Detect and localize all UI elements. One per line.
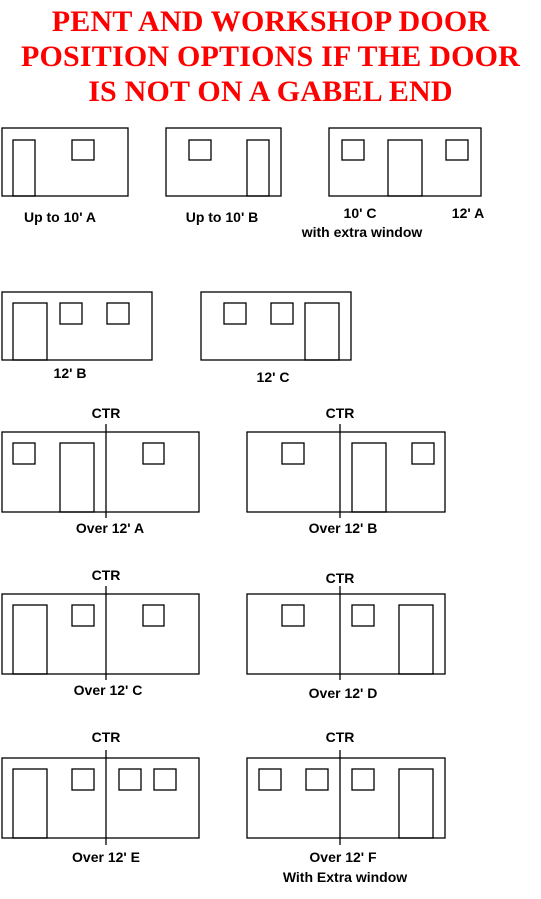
title-line-2: POSITION OPTIONS IF THE DOOR bbox=[20, 40, 521, 73]
window bbox=[142, 442, 165, 465]
door bbox=[398, 768, 434, 839]
door bbox=[351, 442, 387, 513]
option-label: Over 12' A bbox=[76, 520, 144, 536]
option-12-c: 12' C bbox=[200, 291, 352, 385]
window bbox=[142, 604, 165, 627]
building-outline bbox=[246, 431, 446, 513]
option-sublabel: With Extra window bbox=[283, 869, 407, 885]
building-outline bbox=[328, 127, 482, 197]
window bbox=[351, 768, 375, 791]
option-over-12-f: CTR Over 12' F With Extra window bbox=[246, 729, 446, 885]
building-outline bbox=[1, 593, 200, 675]
center-label: CTR bbox=[326, 570, 355, 586]
window bbox=[71, 604, 95, 627]
option-12-b: 12' B bbox=[1, 291, 153, 381]
building-outline bbox=[1, 431, 200, 513]
option-10-c-and-12-a: 10' C with extra window 12' A bbox=[301, 127, 484, 240]
building-outline bbox=[246, 757, 446, 839]
door bbox=[387, 139, 423, 197]
door bbox=[12, 768, 48, 839]
option-sublabel: with extra window bbox=[301, 224, 423, 240]
window bbox=[281, 442, 305, 465]
center-label: CTR bbox=[326, 729, 355, 745]
window bbox=[59, 302, 83, 325]
option-label: Over 12' D bbox=[309, 685, 378, 701]
building-outline bbox=[1, 127, 129, 197]
window bbox=[281, 604, 305, 627]
window bbox=[118, 768, 142, 791]
window bbox=[411, 442, 435, 465]
building-outline bbox=[1, 757, 200, 839]
option-label: 12' C bbox=[257, 369, 290, 385]
building-outline bbox=[1, 291, 153, 361]
option-label: 12' B bbox=[54, 365, 87, 381]
window bbox=[12, 442, 36, 465]
page-title: PENT AND WORKSHOP DOOR POSITION OPTIONS … bbox=[0, 4, 541, 109]
window bbox=[153, 768, 177, 791]
center-label: CTR bbox=[92, 567, 121, 583]
option-over-12-b: CTR Over 12' B bbox=[246, 405, 446, 536]
building-outline bbox=[246, 593, 446, 675]
option-up-to-10-b: Up to 10' B bbox=[165, 127, 282, 225]
option-label: Up to 10' A bbox=[24, 209, 96, 225]
option-over-12-d: CTR Over 12' D bbox=[246, 570, 446, 701]
door bbox=[304, 302, 340, 361]
option-label: Over 12' F bbox=[309, 849, 377, 865]
center-label: CTR bbox=[326, 405, 355, 421]
door bbox=[12, 139, 36, 197]
option-label: 12' A bbox=[452, 205, 484, 221]
window bbox=[106, 302, 130, 325]
window bbox=[223, 302, 247, 325]
option-label: Up to 10' B bbox=[186, 209, 259, 225]
door bbox=[12, 604, 48, 675]
window bbox=[258, 768, 282, 791]
center-label: CTR bbox=[92, 405, 121, 421]
window bbox=[270, 302, 294, 325]
title-line-1: PENT AND WORKSHOP DOOR bbox=[51, 5, 490, 38]
center-label: CTR bbox=[92, 729, 121, 745]
option-label: Over 12' E bbox=[72, 849, 140, 865]
option-label: 10' C bbox=[344, 205, 377, 221]
door bbox=[398, 604, 434, 675]
building-outline bbox=[165, 127, 282, 197]
door bbox=[59, 442, 95, 513]
option-up-to-10-a: Up to 10' A bbox=[1, 127, 129, 225]
window bbox=[188, 139, 212, 161]
window bbox=[445, 139, 469, 161]
option-over-12-c: CTR Over 12' C bbox=[1, 567, 200, 698]
option-over-12-a: CTR Over 12' A bbox=[1, 405, 200, 536]
option-label: Over 12' C bbox=[74, 682, 143, 698]
window bbox=[341, 139, 365, 161]
option-over-12-e: CTR Over 12' E bbox=[1, 729, 200, 865]
window bbox=[71, 768, 95, 791]
building-outline bbox=[200, 291, 352, 361]
option-label: Over 12' B bbox=[309, 520, 378, 536]
title-line-3: IS NOT ON A GABEL END bbox=[88, 75, 453, 108]
window bbox=[305, 768, 329, 791]
window bbox=[351, 604, 375, 627]
door bbox=[246, 139, 270, 197]
door bbox=[12, 302, 48, 361]
window bbox=[71, 139, 95, 161]
